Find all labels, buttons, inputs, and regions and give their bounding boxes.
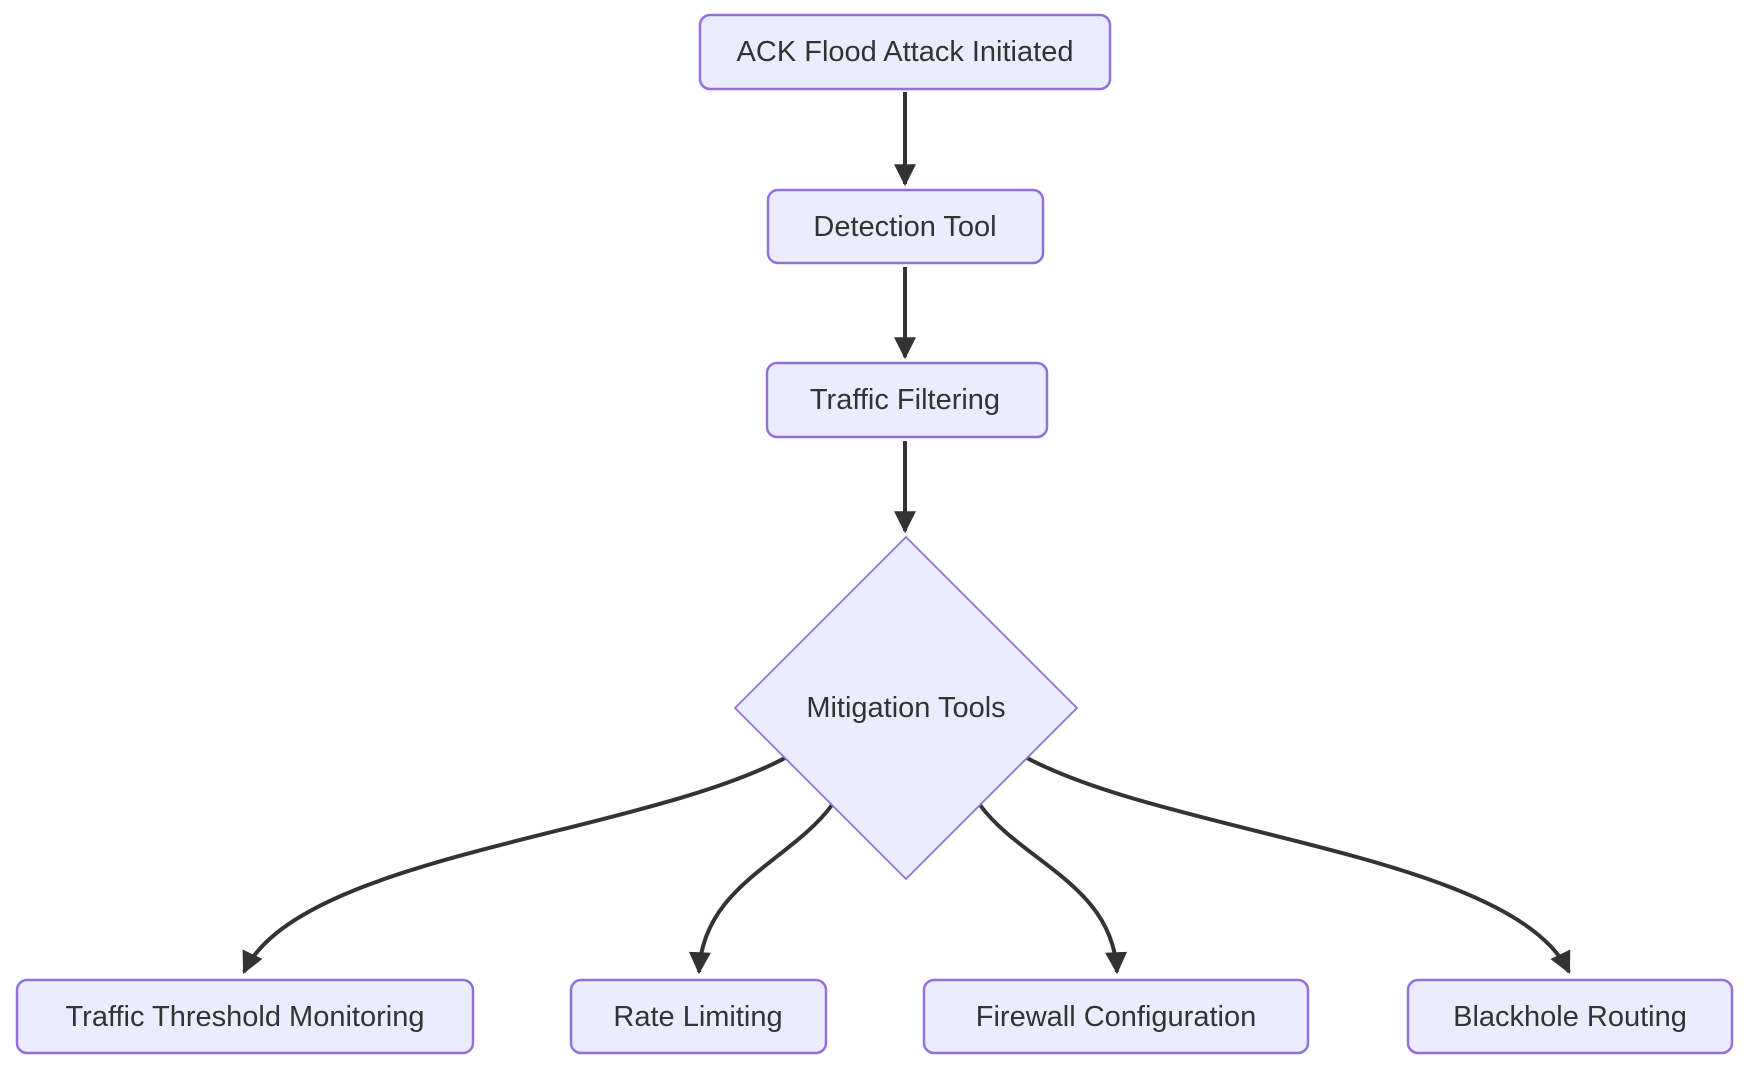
node-attack-label: ACK Flood Attack Initiated bbox=[737, 36, 1074, 68]
node-rate-label: Rate Limiting bbox=[613, 1001, 782, 1033]
node-filtering-shape bbox=[765, 361, 1049, 439]
node-filtering: Traffic Filtering bbox=[765, 361, 1049, 439]
node-mitigation: Mitigation Tools bbox=[733, 535, 1079, 881]
edge-mitigation-to-rate bbox=[688, 803, 834, 975]
node-firewall-label: Firewall Configuration bbox=[976, 1001, 1256, 1033]
node-filtering-label: Traffic Filtering bbox=[810, 384, 1000, 416]
node-attack: ACK Flood Attack Initiated bbox=[698, 13, 1112, 91]
node-blackhole-label: Blackhole Routing bbox=[1453, 1001, 1687, 1033]
node-threshold-shape bbox=[15, 978, 475, 1055]
node-blackhole-shape bbox=[1406, 978, 1734, 1055]
node-firewall-shape bbox=[922, 978, 1310, 1055]
node-detection-label: Detection Tool bbox=[813, 211, 996, 243]
node-layer: ACK Flood Attack Initiated Detection Too… bbox=[15, 13, 1734, 1055]
edge-mitigation-to-blackhole bbox=[1026, 756, 1571, 974]
node-rate-shape bbox=[569, 978, 828, 1055]
node-detection: Detection Tool bbox=[766, 188, 1045, 265]
node-firewall: Firewall Configuration bbox=[922, 978, 1310, 1055]
node-blackhole: Blackhole Routing bbox=[1406, 978, 1734, 1055]
node-rate: Rate Limiting bbox=[569, 978, 828, 1055]
node-mitigation-shape bbox=[733, 535, 1079, 881]
node-attack-shape bbox=[698, 13, 1112, 91]
node-threshold-label: Traffic Threshold Monitoring bbox=[66, 1001, 425, 1033]
edge-mitigation-to-firewall bbox=[978, 803, 1128, 975]
node-detection-shape bbox=[766, 188, 1045, 265]
node-threshold: Traffic Threshold Monitoring bbox=[15, 978, 475, 1055]
node-mitigation-label: Mitigation Tools bbox=[806, 692, 1005, 724]
edge-mitigation-to-threshold bbox=[242, 756, 786, 974]
edge-layer bbox=[242, 92, 1571, 975]
